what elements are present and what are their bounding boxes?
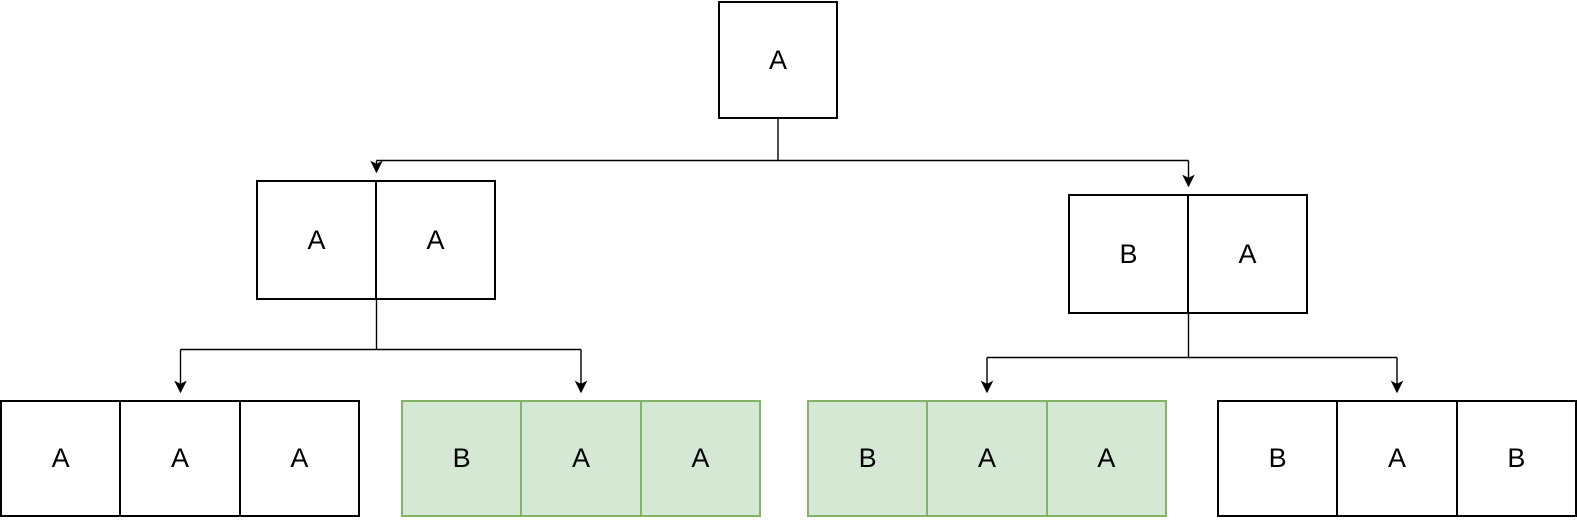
tree-cell: A	[768, 44, 787, 75]
tree-cell: A	[520, 402, 639, 515]
tree-cell: A	[1187, 196, 1306, 312]
tree-cell: A	[1336, 402, 1455, 515]
tree-cell: A	[639, 402, 759, 515]
tree-cell: B	[452, 443, 471, 473]
tree-node-level3-1: A A A	[0, 400, 360, 517]
tree-cell: B	[1268, 443, 1287, 473]
tree-node-level3-3-highlighted: B A A	[807, 400, 1167, 517]
tree-node-level3-4: B A B	[1217, 400, 1577, 517]
tree-cell: A	[51, 443, 70, 473]
tree-cell: A	[926, 402, 1045, 515]
tree-cell: A	[119, 402, 238, 515]
tree-node-level2-left: A A	[256, 180, 496, 300]
tree-node-root: A	[718, 1, 838, 119]
tree-cell: A	[307, 224, 326, 255]
tree-cell: B	[1119, 238, 1138, 269]
tree-cell: B	[858, 443, 877, 473]
tree-node-level2-right: B A	[1068, 194, 1308, 314]
tree-cell: A	[238, 402, 358, 515]
tree-cell: B	[1455, 402, 1575, 515]
tree-cell: A	[1045, 402, 1165, 515]
tree-cell: A	[375, 182, 494, 298]
tree-node-level3-2-highlighted: B A A	[401, 400, 761, 517]
